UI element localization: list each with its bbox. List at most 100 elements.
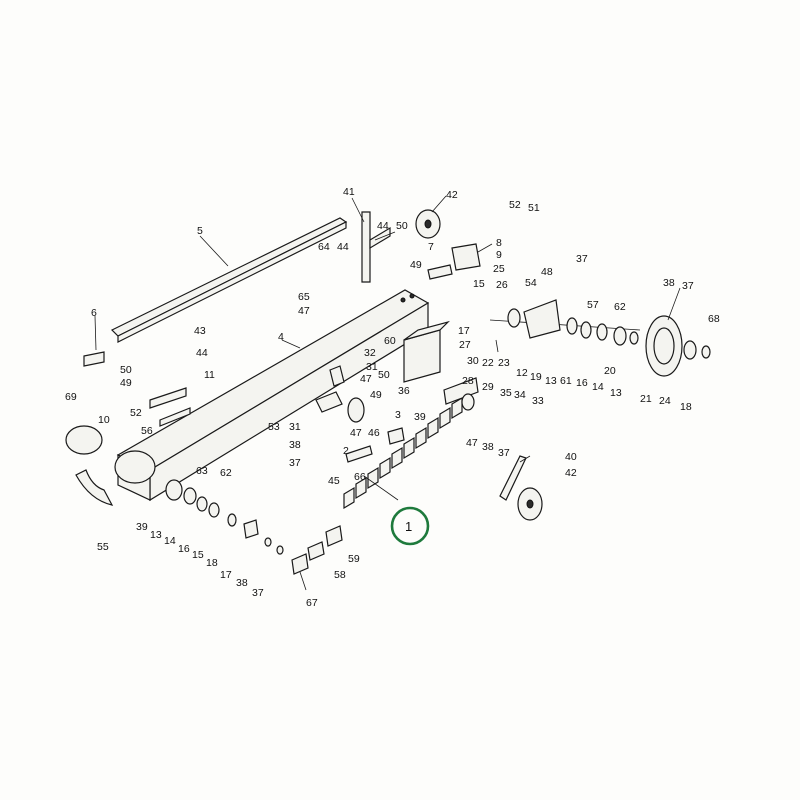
label-8: 8 [496, 237, 502, 249]
label-57: 57 [587, 299, 599, 311]
highlight-label: 1 [405, 519, 412, 534]
label-52: 52 [130, 407, 142, 419]
label-56: 56 [141, 425, 153, 437]
label-47: 47 [350, 427, 362, 439]
label-11: 11 [204, 369, 215, 381]
label-10: 10 [98, 414, 110, 426]
label-38: 38 [289, 439, 301, 451]
label-47: 47 [298, 305, 310, 317]
label-15: 15 [192, 549, 204, 561]
label-14: 14 [164, 535, 176, 547]
label-68: 68 [708, 313, 720, 325]
label-23: 23 [498, 357, 510, 369]
label-51: 51 [528, 202, 540, 214]
label-49: 49 [120, 377, 132, 389]
label-58: 58 [334, 569, 346, 581]
main-beam [114, 289, 430, 502]
label-20: 20 [604, 365, 616, 377]
label-44: 44 [337, 241, 349, 253]
rail [110, 217, 348, 343]
label-22: 22 [482, 357, 494, 369]
label-34: 34 [514, 389, 526, 401]
label-45: 45 [328, 475, 340, 487]
label-6: 6 [91, 307, 97, 319]
shaft-assembly [489, 299, 711, 377]
label-38: 38 [236, 577, 248, 589]
label-13: 13 [150, 529, 162, 541]
label-37: 37 [498, 447, 510, 459]
left-end-parts [65, 351, 284, 555]
label-50: 50 [378, 369, 390, 381]
label-18: 18 [206, 557, 218, 569]
label-50: 50 [120, 364, 132, 376]
label-38: 38 [663, 277, 675, 289]
highlight-marker: 1 [390, 506, 430, 546]
label-65: 65 [298, 291, 310, 303]
label-52: 52 [509, 199, 521, 211]
label-9: 9 [496, 249, 502, 261]
gearbox [403, 320, 451, 383]
label-67: 67 [306, 597, 318, 609]
label-32: 32 [364, 347, 376, 359]
label-49: 49 [370, 389, 382, 401]
label-47: 47 [360, 373, 372, 385]
label-49: 49 [410, 259, 422, 271]
label-16: 16 [576, 377, 588, 389]
label-48: 48 [541, 266, 553, 278]
label-28: 28 [462, 375, 474, 387]
label-55: 55 [97, 541, 109, 553]
label-21: 21 [640, 393, 652, 405]
label-37: 37 [682, 280, 694, 292]
label-63: 63 [196, 465, 208, 477]
label-13: 13 [545, 375, 557, 387]
label-43: 43 [194, 325, 206, 337]
label-2: 2 [343, 445, 349, 457]
label-14: 14 [592, 381, 604, 393]
label-4: 4 [278, 331, 284, 343]
label-31: 31 [289, 421, 301, 433]
label-44: 44 [196, 347, 208, 359]
label-47: 47 [466, 437, 478, 449]
label-54: 54 [525, 277, 537, 289]
label-24: 24 [659, 395, 671, 407]
label-64: 64 [318, 241, 330, 253]
label-16: 16 [178, 543, 190, 555]
label-12: 12 [516, 367, 528, 379]
label-3: 3 [395, 409, 401, 421]
label-61: 61 [560, 375, 572, 387]
label-17: 17 [458, 325, 470, 337]
label-42: 42 [565, 467, 577, 479]
label-35: 35 [500, 387, 512, 399]
label-38: 38 [482, 441, 494, 453]
label-13: 13 [610, 387, 622, 399]
label-53: 53 [268, 421, 280, 433]
label-59: 59 [348, 553, 360, 565]
label-36: 36 [398, 385, 410, 397]
part-labels: 41 42 44 50 64 44 49 7 52 51 8 9 25 15 2… [65, 186, 720, 609]
label-27: 27 [459, 339, 471, 351]
leader-lines [94, 195, 681, 591]
label-42: 42 [446, 189, 458, 201]
label-5: 5 [197, 225, 203, 237]
label-37: 37 [252, 587, 264, 599]
label-17: 17 [220, 569, 232, 581]
label-33: 33 [532, 395, 544, 407]
label-25: 25 [493, 263, 505, 275]
label-7: 7 [428, 241, 434, 253]
label-26: 26 [496, 279, 508, 291]
upper-bracket [361, 209, 441, 283]
label-69: 69 [65, 391, 77, 403]
label-41: 41 [343, 186, 355, 198]
label-19: 19 [530, 371, 542, 383]
label-30: 30 [467, 355, 479, 367]
label-31: 31 [366, 361, 378, 373]
label-29: 29 [482, 381, 494, 393]
label-46: 46 [368, 427, 380, 439]
highlight-circle [390, 506, 430, 546]
label-39: 39 [136, 521, 148, 533]
label-62: 62 [220, 467, 232, 479]
label-62: 62 [614, 301, 626, 313]
label-37: 37 [576, 253, 588, 265]
